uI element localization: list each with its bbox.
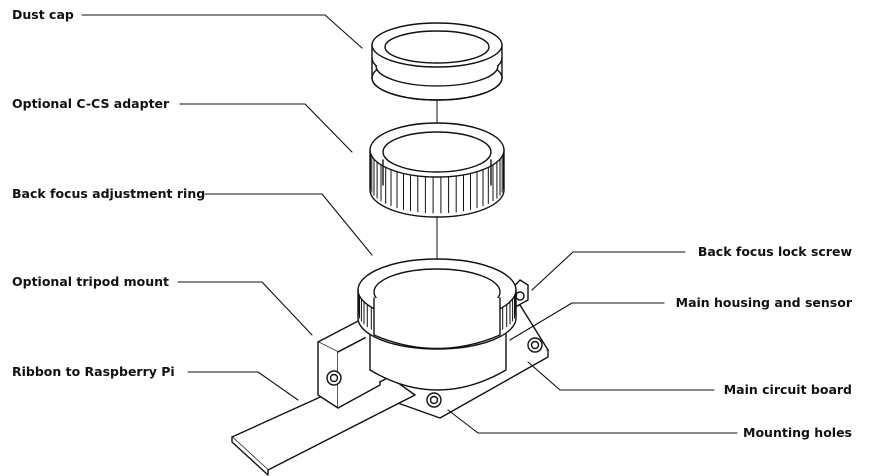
- leader-circuit-board: [527, 361, 715, 391]
- leader-lock-screw: [531, 251, 686, 291]
- leader-tripod: [177, 281, 313, 336]
- label-tripod-mount: Optional tripod mount: [12, 274, 170, 289]
- adapter-knurl-teeth: [369, 146, 505, 214]
- label-mounting-holes: Mounting holes: [743, 425, 852, 440]
- leader-ribbon: [187, 371, 299, 401]
- label-ribbon: Ribbon to Raspberry Pi: [12, 364, 175, 379]
- leader-cs-adapter: [179, 103, 353, 153]
- label-focus-ring: Back focus adjustment ring: [12, 186, 206, 201]
- leader-mounting-holes: [447, 409, 738, 434]
- dust-cap-part: [371, 22, 503, 101]
- leader-lines: [81, 14, 738, 434]
- leader-housing: [509, 302, 665, 341]
- leader-dust-cap: [81, 14, 363, 49]
- label-lock-screw: Back focus lock screw: [697, 244, 852, 259]
- label-dust-cap: Dust cap: [12, 7, 74, 22]
- leader-focus-ring: [204, 193, 373, 256]
- label-cs-adapter: Optional C-CS adapter: [12, 96, 170, 111]
- focus-ring-part: [357, 258, 517, 350]
- lock-screw-icon: [515, 291, 525, 301]
- label-circuit-board: Main circuit board: [723, 382, 852, 397]
- cs-adapter-part: [369, 122, 505, 218]
- label-housing: Main housing and sensor: [675, 295, 852, 310]
